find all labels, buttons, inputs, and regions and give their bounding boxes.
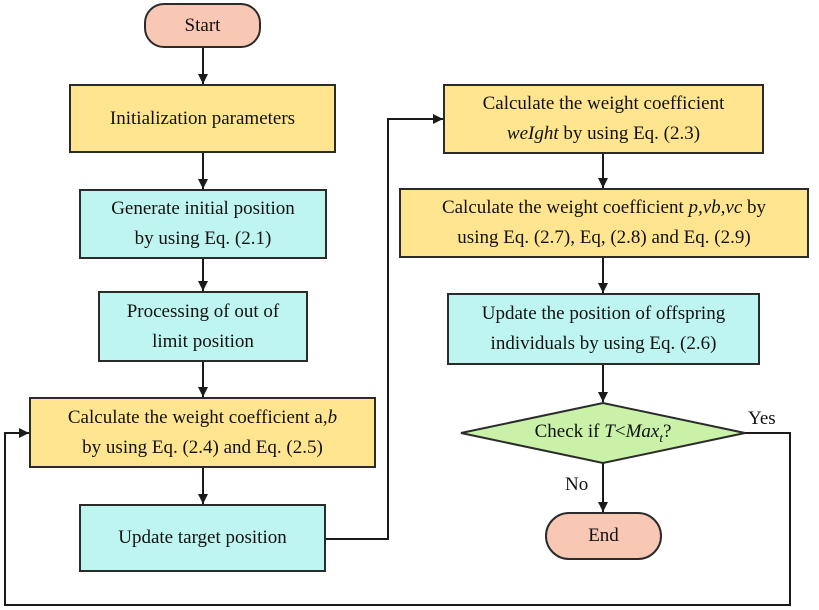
update-offspring-line-2: individuals by using Eq. (2.6): [490, 333, 717, 354]
process-line-1: Processing of out of: [126, 300, 280, 322]
end-label: End: [588, 525, 619, 546]
check-suffix: ?: [662, 421, 672, 442]
process-line-2: limit position: [152, 330, 254, 352]
calc-ab-var-b: b: [327, 406, 338, 428]
generate-position-box: Generate initial position by using Eq. (…: [79, 189, 327, 259]
process-limit-box: Processing of out of limit position: [98, 291, 308, 362]
start-terminal: Start: [144, 3, 261, 48]
calc-weight-line-2-text: by using Eq. (2.3): [558, 123, 701, 144]
no-label: No: [565, 474, 589, 495]
calc-pvb-vars: p,vb,vc: [688, 197, 743, 218]
calc-pvb-box: Calculate the weight coefficient p,vb,vc…: [399, 188, 809, 258]
check-prefix: Check if: [534, 421, 605, 442]
arrow-update-target-to-calc-weight: [326, 114, 443, 540]
decision-diamond-check: [460, 401, 746, 465]
check-var-max: Max: [625, 421, 660, 442]
yes-label: Yes: [748, 408, 776, 429]
calc-pvb-line-1-suffix: by: [742, 197, 767, 218]
calc-pvb-line-1-prefix: Calculate the weight coefficient: [441, 197, 689, 218]
calc-weight-line-2: weIght by using Eq. (2.3): [507, 119, 700, 149]
init-parameters-box: Initialization parameters: [69, 84, 336, 153]
init-parameters-label: Initialization parameters: [109, 107, 296, 129]
loop-back-yes: [4, 428, 791, 606]
calc-weight-var: weIght: [506, 123, 559, 144]
end-terminal: End: [545, 512, 662, 560]
update-target-label: Update target position: [118, 527, 287, 548]
calc-weight-line-1: Calculate the weight coefficient: [482, 93, 725, 114]
update-target-box: Update target position: [79, 504, 326, 572]
calc-pvb-line-1: Calculate the weight coefficient p,vb,vc…: [442, 193, 766, 223]
calc-ab-line-1: Calculate the weight coefficient a,b: [68, 403, 337, 433]
calc-ab-line-2: by using Eq. (2.4) and Eq. (2.5): [82, 436, 323, 458]
calc-pvb-line-2: using Eq. (2.7), Eq, (2.8) and Eq. (2.9): [457, 227, 751, 248]
generate-line-1: Generate initial position: [111, 198, 295, 219]
check-condition-label: Check if T<Maxt?: [461, 421, 745, 446]
update-offspring-line-1: Update the position of offspring: [481, 303, 726, 324]
check-lt: <: [614, 421, 626, 442]
generate-line-2: by using Eq. (2.1): [134, 228, 272, 249]
calc-ab-box: Calculate the weight coefficient a,b by …: [29, 397, 376, 468]
calc-weight-box: Calculate the weight coefficient weIght …: [443, 84, 764, 154]
calc-ab-line-1-text: Calculate the weight coefficient a,: [67, 406, 328, 428]
check-var-t: T: [604, 421, 615, 442]
start-label: Start: [184, 14, 221, 36]
check-var-sub: t: [659, 429, 663, 445]
update-offspring-box: Update the position of offspring individ…: [447, 293, 760, 365]
